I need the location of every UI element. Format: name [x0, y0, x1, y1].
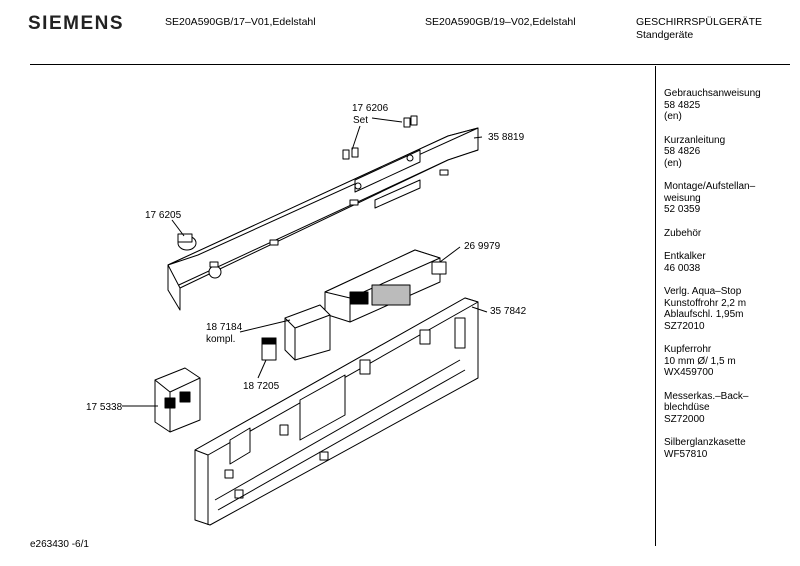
side-entry-descaler: Entkalker 46 0038	[664, 251, 794, 274]
side-entry-line: Entkalker	[664, 251, 706, 262]
label-187184: 18 7184	[206, 322, 243, 333]
label-175338: 17 5338	[86, 402, 123, 413]
label-176205: 17 6205	[145, 210, 182, 221]
side-entry-line: blechdüse	[664, 402, 710, 413]
side-entry-line: Verlg. Aqua–Stop	[664, 286, 742, 297]
label-kompl: kompl.	[206, 334, 235, 345]
side-entry-line: Zubehör	[664, 227, 702, 239]
terminal-block-part	[154, 367, 201, 433]
side-entry-line: 58 4825	[664, 99, 701, 111]
model-b: SE20A590GB/19–V02,Edelstahl	[425, 16, 576, 28]
side-entry-line: Gebrauchsanweisung	[664, 88, 761, 99]
footer-code: e263430 -6/1	[30, 539, 89, 550]
side-panel: Gebrauchsanweisung 58 4825 (en) Kurzanle…	[664, 88, 794, 472]
side-entry-line: Messerkas.–Back–	[664, 390, 749, 402]
side-entry-line: SZ72000	[664, 413, 705, 425]
category-subtitle: Standgeräte	[636, 29, 694, 41]
side-entry-line: Kunstoffrohr 2,2 m	[664, 297, 747, 309]
side-entry-installation: Montage/Aufstellan– weisung 52 0359	[664, 181, 794, 216]
side-entry-line: 46 0038	[664, 262, 701, 274]
side-entry-line: Kupferrohr	[664, 344, 712, 355]
side-entry-nozzle: Messerkas.–Back– blechdüse SZ72000	[664, 391, 794, 426]
switch-part	[261, 304, 331, 361]
screw-set-part	[342, 115, 418, 160]
side-entry-copper-pipe: Kupferrohr 10 mm Ø/ 1,5 m WX459700	[664, 344, 794, 379]
side-entry-line: WF57810	[664, 448, 708, 460]
side-entry-line: 52 0359	[664, 204, 701, 215]
side-entry-aquastop: Verlg. Aqua–Stop Kunstoffrohr 2,2 m Abla…	[664, 286, 794, 332]
control-panel-part	[167, 127, 479, 311]
side-entry-line: 58 4826	[664, 146, 701, 157]
carrier-frame-part	[194, 297, 479, 526]
side-entry-line: WX459700	[664, 367, 714, 378]
side-entry-line: Kurzanleitung	[664, 134, 726, 146]
brand-logo: SIEMENS	[28, 13, 125, 34]
label-269979: 26 9979	[464, 241, 501, 252]
label-358819: 35 8819	[488, 132, 525, 143]
label-357842: 35 7842	[490, 306, 527, 317]
display-module-part	[324, 249, 447, 323]
side-entry-line: (en)	[664, 111, 682, 122]
header-rule	[30, 64, 790, 65]
side-entry-line: Ablaufschl. 1,95m	[664, 309, 744, 320]
side-divider	[655, 66, 656, 546]
side-entry-quickguide: Kurzanleitung 58 4826 (en)	[664, 135, 794, 170]
label-176206: 17 6206	[352, 103, 389, 114]
label-187205: 18 7205	[243, 381, 280, 392]
side-entry-line: Silberglanzkasette	[664, 437, 746, 448]
side-entry-manual: Gebrauchsanweisung 58 4825 (en)	[664, 88, 794, 123]
side-entry-line: (en)	[664, 157, 682, 169]
category-title: GESCHIRRSPÜLGERÄTE	[636, 16, 763, 28]
clip-part	[177, 233, 197, 251]
side-entry-accessories: Zubehör	[664, 228, 794, 240]
leader-lines	[122, 117, 488, 407]
side-entry-line: SZ72010	[664, 320, 705, 332]
model-a: SE20A590GB/17–V01,Edelstahl	[165, 16, 316, 28]
side-entry-line: weisung	[664, 192, 701, 204]
side-entry-line: 10 mm Ø/ 1,5 m	[664, 355, 736, 367]
side-entry-silver-cassette: Silberglanzkasette WF57810	[664, 437, 794, 460]
label-set: Set	[353, 115, 368, 126]
side-entry-line: Montage/Aufstellan–	[664, 181, 756, 192]
